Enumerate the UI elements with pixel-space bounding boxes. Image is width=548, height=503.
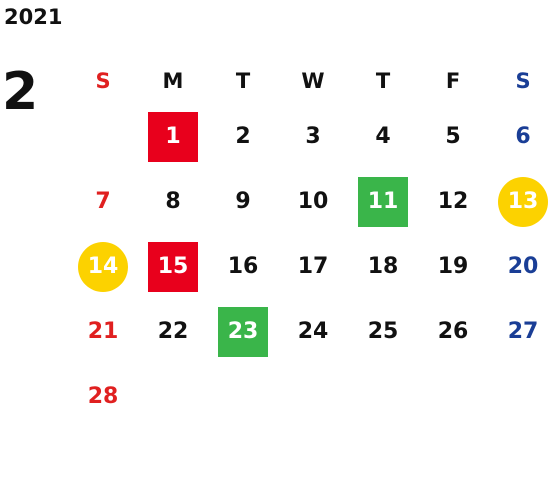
day-cell: 19 [418, 234, 488, 299]
day-cell: 7 [68, 169, 138, 234]
day-cell: 2 [208, 104, 278, 169]
empty-day-cell [68, 104, 138, 169]
day-20: 20 [507, 253, 539, 279]
weekday-friday: F [445, 68, 461, 93]
day-11: 11 [358, 176, 408, 227]
day-25: 25 [367, 318, 399, 344]
day-cell: 6 [488, 104, 548, 169]
day-cell: 14 [68, 234, 138, 299]
day-22: 22 [157, 318, 189, 344]
day-23: 23 [218, 306, 268, 357]
day-8: 8 [165, 188, 181, 214]
weekday-wednesday: W [301, 68, 325, 93]
day-cell: 8 [138, 169, 208, 234]
day-2: 2 [235, 123, 251, 149]
calendar-month: 2 [2, 62, 39, 122]
day-cell: 20 [488, 234, 548, 299]
day-cell: 9 [208, 169, 278, 234]
calendar-grid: S M T W T F S 1 2 3 4 5 6 7 8 9 10 11 12… [68, 58, 548, 429]
day-6: 6 [515, 123, 531, 149]
day-cell: 21 [68, 299, 138, 364]
day-15: 15 [148, 241, 198, 292]
day-9: 9 [235, 188, 251, 214]
day-28: 28 [87, 383, 119, 409]
weekday-thursday: T [375, 68, 391, 93]
day-27: 27 [507, 318, 539, 344]
day-10: 10 [297, 188, 329, 214]
day-cell: 25 [348, 299, 418, 364]
weekday-saturday: S [515, 68, 531, 93]
day-17: 17 [297, 253, 329, 279]
day-cell: 26 [418, 299, 488, 364]
day-18: 18 [367, 253, 399, 279]
day-cell: 18 [348, 234, 418, 299]
day-cell: 13 [488, 169, 548, 234]
day-13: 13 [498, 176, 548, 227]
day-5: 5 [445, 123, 461, 149]
day-cell: 15 [138, 234, 208, 299]
day-26: 26 [437, 318, 469, 344]
day-3: 3 [305, 123, 321, 149]
day-12: 12 [437, 188, 469, 214]
day-cell: 3 [278, 104, 348, 169]
day-cell: 27 [488, 299, 548, 364]
day-cell: 5 [418, 104, 488, 169]
day-24: 24 [297, 318, 329, 344]
day-4: 4 [375, 123, 391, 149]
day-cell: 11 [348, 169, 418, 234]
weekday-sunday: S [95, 68, 111, 93]
day-1: 1 [148, 111, 198, 162]
day-19: 19 [437, 253, 469, 279]
day-7: 7 [95, 188, 111, 214]
day-cell: 12 [418, 169, 488, 234]
weekday-monday: M [162, 68, 184, 93]
calendar-year: 2021 [4, 5, 63, 29]
day-cell: 17 [278, 234, 348, 299]
day-cell: 16 [208, 234, 278, 299]
day-cell: 23 [208, 299, 278, 364]
day-14: 14 [78, 241, 128, 292]
day-cell: 4 [348, 104, 418, 169]
day-cell: 10 [278, 169, 348, 234]
day-cell: 1 [138, 104, 208, 169]
weekday-tuesday: T [235, 68, 251, 93]
day-cell: 24 [278, 299, 348, 364]
day-16: 16 [227, 253, 259, 279]
day-cell: 28 [68, 364, 138, 429]
day-21: 21 [87, 318, 119, 344]
day-cell: 22 [138, 299, 208, 364]
